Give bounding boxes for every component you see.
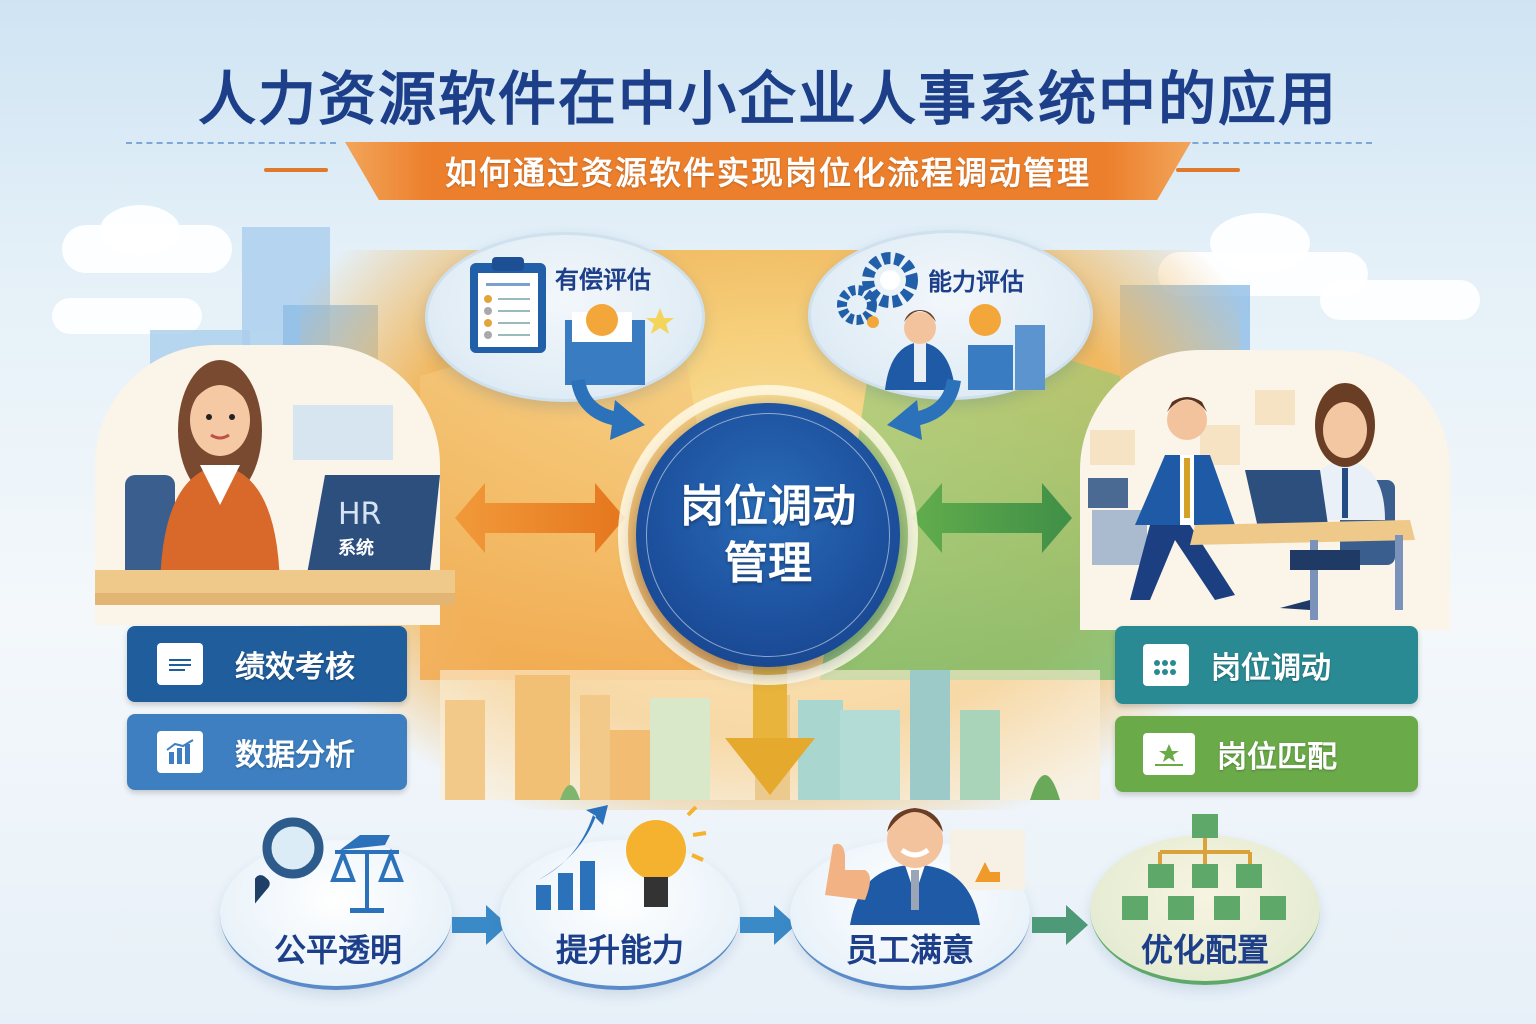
center-title-line1: 岗位调动 (680, 480, 856, 532)
certificate-book-icon (565, 304, 674, 385)
step-label-employee-satisfaction: 员工满意 (845, 931, 974, 969)
step-label-improve-ability: 提升能力 (555, 931, 684, 969)
laptop-label-2: 系统 (338, 534, 374, 560)
subtitle-banner: 如何通过资源软件实现岗位化流程调动管理 (345, 142, 1191, 200)
position-transfer-button[interactable]: 岗位调动 (1115, 626, 1418, 704)
step-fair-transparent (220, 840, 452, 990)
laptop-text-hr: HR (338, 497, 382, 532)
center-title-line2: 管理 (724, 538, 812, 589)
data-analysis-label: 数据分析 (235, 738, 355, 773)
thumbs-up-employee-icon (825, 808, 1025, 925)
bar-chart-icon (157, 731, 203, 773)
step-arrow-icon (452, 905, 508, 945)
step-arrow-icon (1032, 905, 1088, 945)
curved-arrow-right-icon (887, 378, 961, 440)
calendar-icon (1143, 644, 1189, 686)
laptop-label: HR (338, 500, 381, 530)
performance-review-label: 绩效考核 (235, 650, 355, 685)
star-tray-icon (1143, 733, 1195, 775)
step-arrow-icon (740, 905, 796, 945)
document-scroll-icon (157, 643, 203, 685)
divider (1172, 142, 1372, 144)
employees-meeting-illustration (1088, 383, 1415, 620)
performance-review-button[interactable]: 绩效考核 (127, 626, 407, 702)
page-title: 人力资源软件在中小企业人事系统中的应用 (197, 65, 1338, 133)
org-chart-icon (1122, 814, 1286, 920)
step-label-optimize-allocation: 优化配置 (1140, 931, 1269, 969)
cloud (100, 205, 180, 255)
curved-arrow-left-icon (571, 378, 645, 440)
gears-icon (837, 252, 918, 328)
clipboard-checklist-icon (470, 257, 546, 353)
position-transfer-label: 岗位调动 (1211, 651, 1331, 686)
cloud (52, 298, 202, 334)
step-label-fair-transparent: 公平透明 (273, 931, 402, 969)
center-hub: 岗位调动 管理 (636, 403, 900, 667)
position-matching-label: 岗位匹配 (1217, 740, 1337, 775)
double-arrow-orange-icon (455, 483, 625, 553)
growth-bulb-icon (536, 805, 707, 910)
step-improve-ability (500, 840, 740, 990)
divider (264, 168, 328, 172)
cloud (1320, 280, 1480, 320)
subtitle: 如何通过资源软件实现岗位化流程调动管理 (444, 154, 1091, 192)
center-ring (618, 385, 918, 685)
divider (1176, 168, 1240, 172)
hr-woman-at-laptop-illustration (95, 360, 455, 605)
city-skyline-illustration (440, 670, 1100, 800)
divider (126, 142, 336, 144)
oval-label-ability: 能力评估 (928, 268, 1024, 296)
laptop-text-system: 系统 (338, 538, 374, 559)
businessman-documents-illustration (885, 304, 1045, 390)
magnifier-scale-icon (255, 817, 404, 913)
oval-label-evaluation: 有偿评估 (555, 266, 651, 294)
double-arrow-green-icon (912, 483, 1072, 553)
data-analysis-button[interactable]: 数据分析 (127, 714, 407, 790)
position-matching-button[interactable]: 岗位匹配 (1115, 716, 1418, 792)
